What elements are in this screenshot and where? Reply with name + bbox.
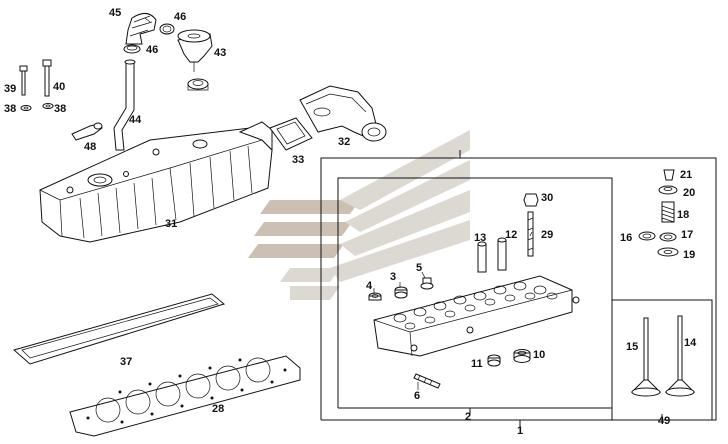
label-46-upper: 46	[174, 11, 186, 23]
label-14: 14	[684, 337, 697, 349]
valve-guide-12	[497, 237, 507, 271]
stud-6	[413, 373, 441, 389]
label-28: 28	[212, 403, 224, 415]
bolt-40	[42, 59, 52, 97]
plug-3	[394, 286, 408, 299]
valve-14	[664, 315, 696, 397]
label-15: 15	[626, 341, 638, 353]
washer-19	[657, 247, 679, 257]
valve-15	[630, 317, 662, 397]
label-19: 19	[683, 249, 695, 261]
seal-10	[513, 349, 531, 363]
washer-38-left	[20, 105, 32, 111]
label-1: 1	[517, 425, 523, 437]
label-39: 39	[4, 83, 16, 95]
label-5: 5	[416, 262, 422, 274]
label-4: 4	[366, 280, 373, 292]
label-3: 3	[390, 271, 396, 283]
label-48: 48	[84, 141, 96, 153]
hose-clamp-upper	[159, 23, 175, 35]
leader-lines	[144, 17, 662, 390]
breather-hose	[113, 59, 136, 151]
bolt-39	[19, 65, 28, 96]
label-46-lower: 46	[146, 44, 158, 56]
label-40: 40	[53, 81, 65, 93]
elbow-hose	[125, 13, 157, 45]
nut-30	[523, 193, 539, 207]
frame-valves-49	[611, 299, 713, 421]
cap-21	[663, 169, 675, 181]
label-44: 44	[129, 114, 142, 126]
label-37: 37	[120, 356, 132, 368]
label-12: 12	[505, 229, 517, 241]
head-gasket-28	[69, 355, 301, 437]
label-45: 45	[109, 7, 121, 19]
label-33: 33	[292, 154, 304, 166]
watermark-logo	[248, 130, 470, 300]
part-labels: 1 2 3 4 5 6 10 11 12 13 14 15 16 17 18 1…	[4, 7, 697, 437]
label-18: 18	[677, 209, 689, 221]
bracket-48	[71, 122, 103, 141]
label-2: 2	[465, 411, 471, 423]
cylinder-head	[373, 275, 580, 357]
label-10: 10	[533, 349, 545, 361]
label-21: 21	[680, 169, 692, 181]
label-31: 31	[165, 218, 177, 230]
label-32: 32	[338, 136, 350, 148]
valve-spring-18	[661, 201, 675, 223]
label-49: 49	[658, 415, 670, 427]
label-17: 17	[681, 229, 693, 241]
valve-cover	[39, 121, 273, 243]
label-6: 6	[414, 390, 420, 402]
stud-29	[527, 211, 534, 257]
ring-17	[659, 232, 677, 242]
gasket-37	[12, 293, 226, 365]
gasket-33	[269, 117, 313, 151]
label-11: 11	[471, 358, 483, 370]
label-38-left: 38	[4, 103, 16, 115]
frame-assembly-1	[320, 157, 717, 421]
label-29: 29	[541, 229, 553, 241]
seal-16	[638, 231, 656, 241]
plug-5	[420, 277, 434, 290]
frame-cylinder-head-2	[337, 177, 613, 408]
spring-retainer-20	[658, 185, 678, 195]
label-20: 20	[683, 187, 695, 199]
assembly-frames	[320, 150, 717, 430]
washer-38-right	[42, 103, 54, 109]
valve-guide-13	[477, 241, 487, 273]
breather-cap	[177, 29, 213, 91]
label-38-right: 38	[54, 103, 66, 115]
label-43: 43	[214, 47, 226, 59]
label-16: 16	[620, 232, 632, 244]
washer-4	[368, 292, 382, 301]
outlet-elbow-32	[299, 85, 387, 142]
hose-clamp	[123, 44, 141, 54]
seal-11	[487, 354, 501, 367]
label-30: 30	[541, 192, 553, 204]
label-13: 13	[474, 232, 486, 244]
